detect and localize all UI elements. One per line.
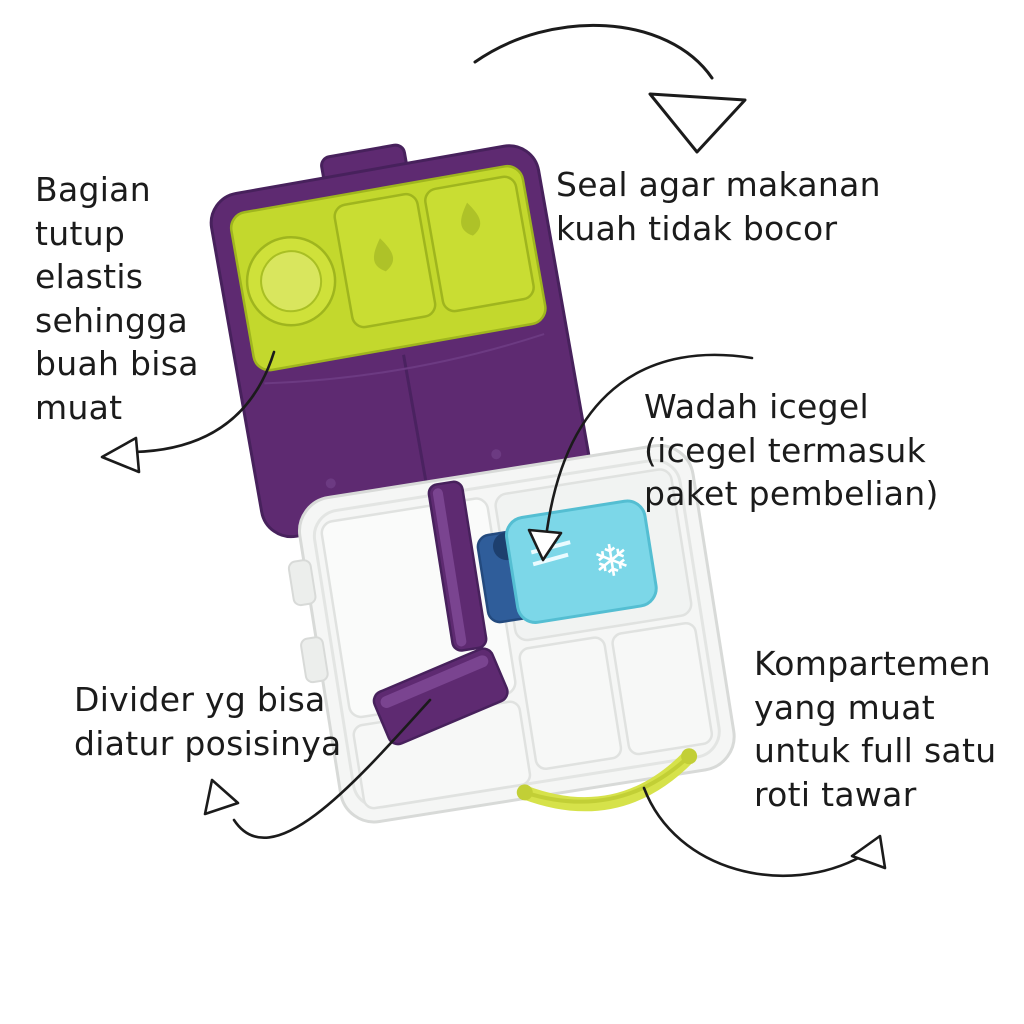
annotation-compartment: Kompartemen yang muat untuk full satu ro… <box>754 644 997 814</box>
lid-seal-cell-right <box>424 175 535 313</box>
icegel-label-line <box>532 552 569 567</box>
lid-cup-seal-inner <box>260 250 323 313</box>
divider-standing-highlight <box>432 488 467 647</box>
lid-rivet <box>491 449 502 460</box>
divider-adjustable-highlight <box>380 655 489 708</box>
base-latch-tab <box>287 559 317 607</box>
compartment-small-1 <box>518 636 623 770</box>
annotation-icegel: Wadah icegel (icegel termasuk paket pemb… <box>644 387 939 514</box>
annotation-seal: Seal agar makanan kuah tidak bocor <box>556 165 881 248</box>
latch-hook <box>681 748 698 765</box>
seal-arrow <box>473 23 747 154</box>
compartment-arrow <box>642 786 887 878</box>
divider-adjustable <box>372 647 509 746</box>
base-latch-tab <box>300 636 329 684</box>
compartment-small-2 <box>611 622 714 756</box>
lid-seam <box>402 354 431 499</box>
annotation-divider: Divider yg bisa diatur posisinya <box>74 680 342 763</box>
divider-arrow <box>203 698 432 839</box>
lid-seam-curve <box>264 333 545 385</box>
droplet-icon <box>461 202 481 236</box>
lunchbox-base: ❄ <box>287 443 736 824</box>
droplet-icon <box>373 238 394 272</box>
icegel-pack <box>505 499 658 624</box>
annotation-lid-elastic: Bagian tutup elastis sehingga buah bisa … <box>35 170 199 427</box>
snowflake-icon: ❄ <box>589 533 633 589</box>
latch-handle-shade <box>522 754 692 804</box>
latch-hook <box>516 784 533 801</box>
base-inner-rim <box>312 458 721 809</box>
lid-arrow <box>100 350 276 474</box>
lid-rivet <box>325 478 336 489</box>
lunchbox-lid <box>209 143 591 545</box>
icegel-arrow <box>527 353 754 562</box>
